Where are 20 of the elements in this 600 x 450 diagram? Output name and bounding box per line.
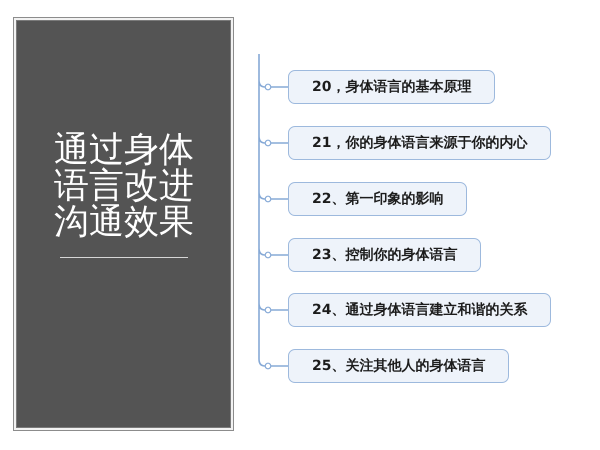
- topic-label: 24、通过身体语言建立和谐的关系: [312, 300, 528, 320]
- topic-box: [288, 349, 510, 383]
- connector: [264, 196, 288, 202]
- topic-box: [288, 70, 496, 104]
- topic-label: 23、控制你的身体语言: [312, 246, 458, 265]
- topic-label: 20，身体语言的基本原理: [312, 78, 472, 97]
- topic-label: 21，你的身体语言来源于你的内心: [312, 134, 528, 153]
- panel-title: 通过身体语言改进沟通效果: [53, 132, 195, 240]
- connector: [264, 84, 288, 90]
- topic-label: 25、关注其他人的身体语言: [312, 356, 486, 376]
- connector: [264, 362, 288, 370]
- topic-label: 22、第一印象的影响: [312, 190, 444, 209]
- topic-box: [288, 182, 468, 216]
- connector: [264, 306, 288, 314]
- connector: [264, 140, 288, 146]
- connector: [264, 252, 288, 258]
- title-panel: [13, 17, 234, 431]
- topic-box: [288, 126, 552, 160]
- topic-box: [288, 238, 482, 272]
- topic-box: [288, 293, 552, 327]
